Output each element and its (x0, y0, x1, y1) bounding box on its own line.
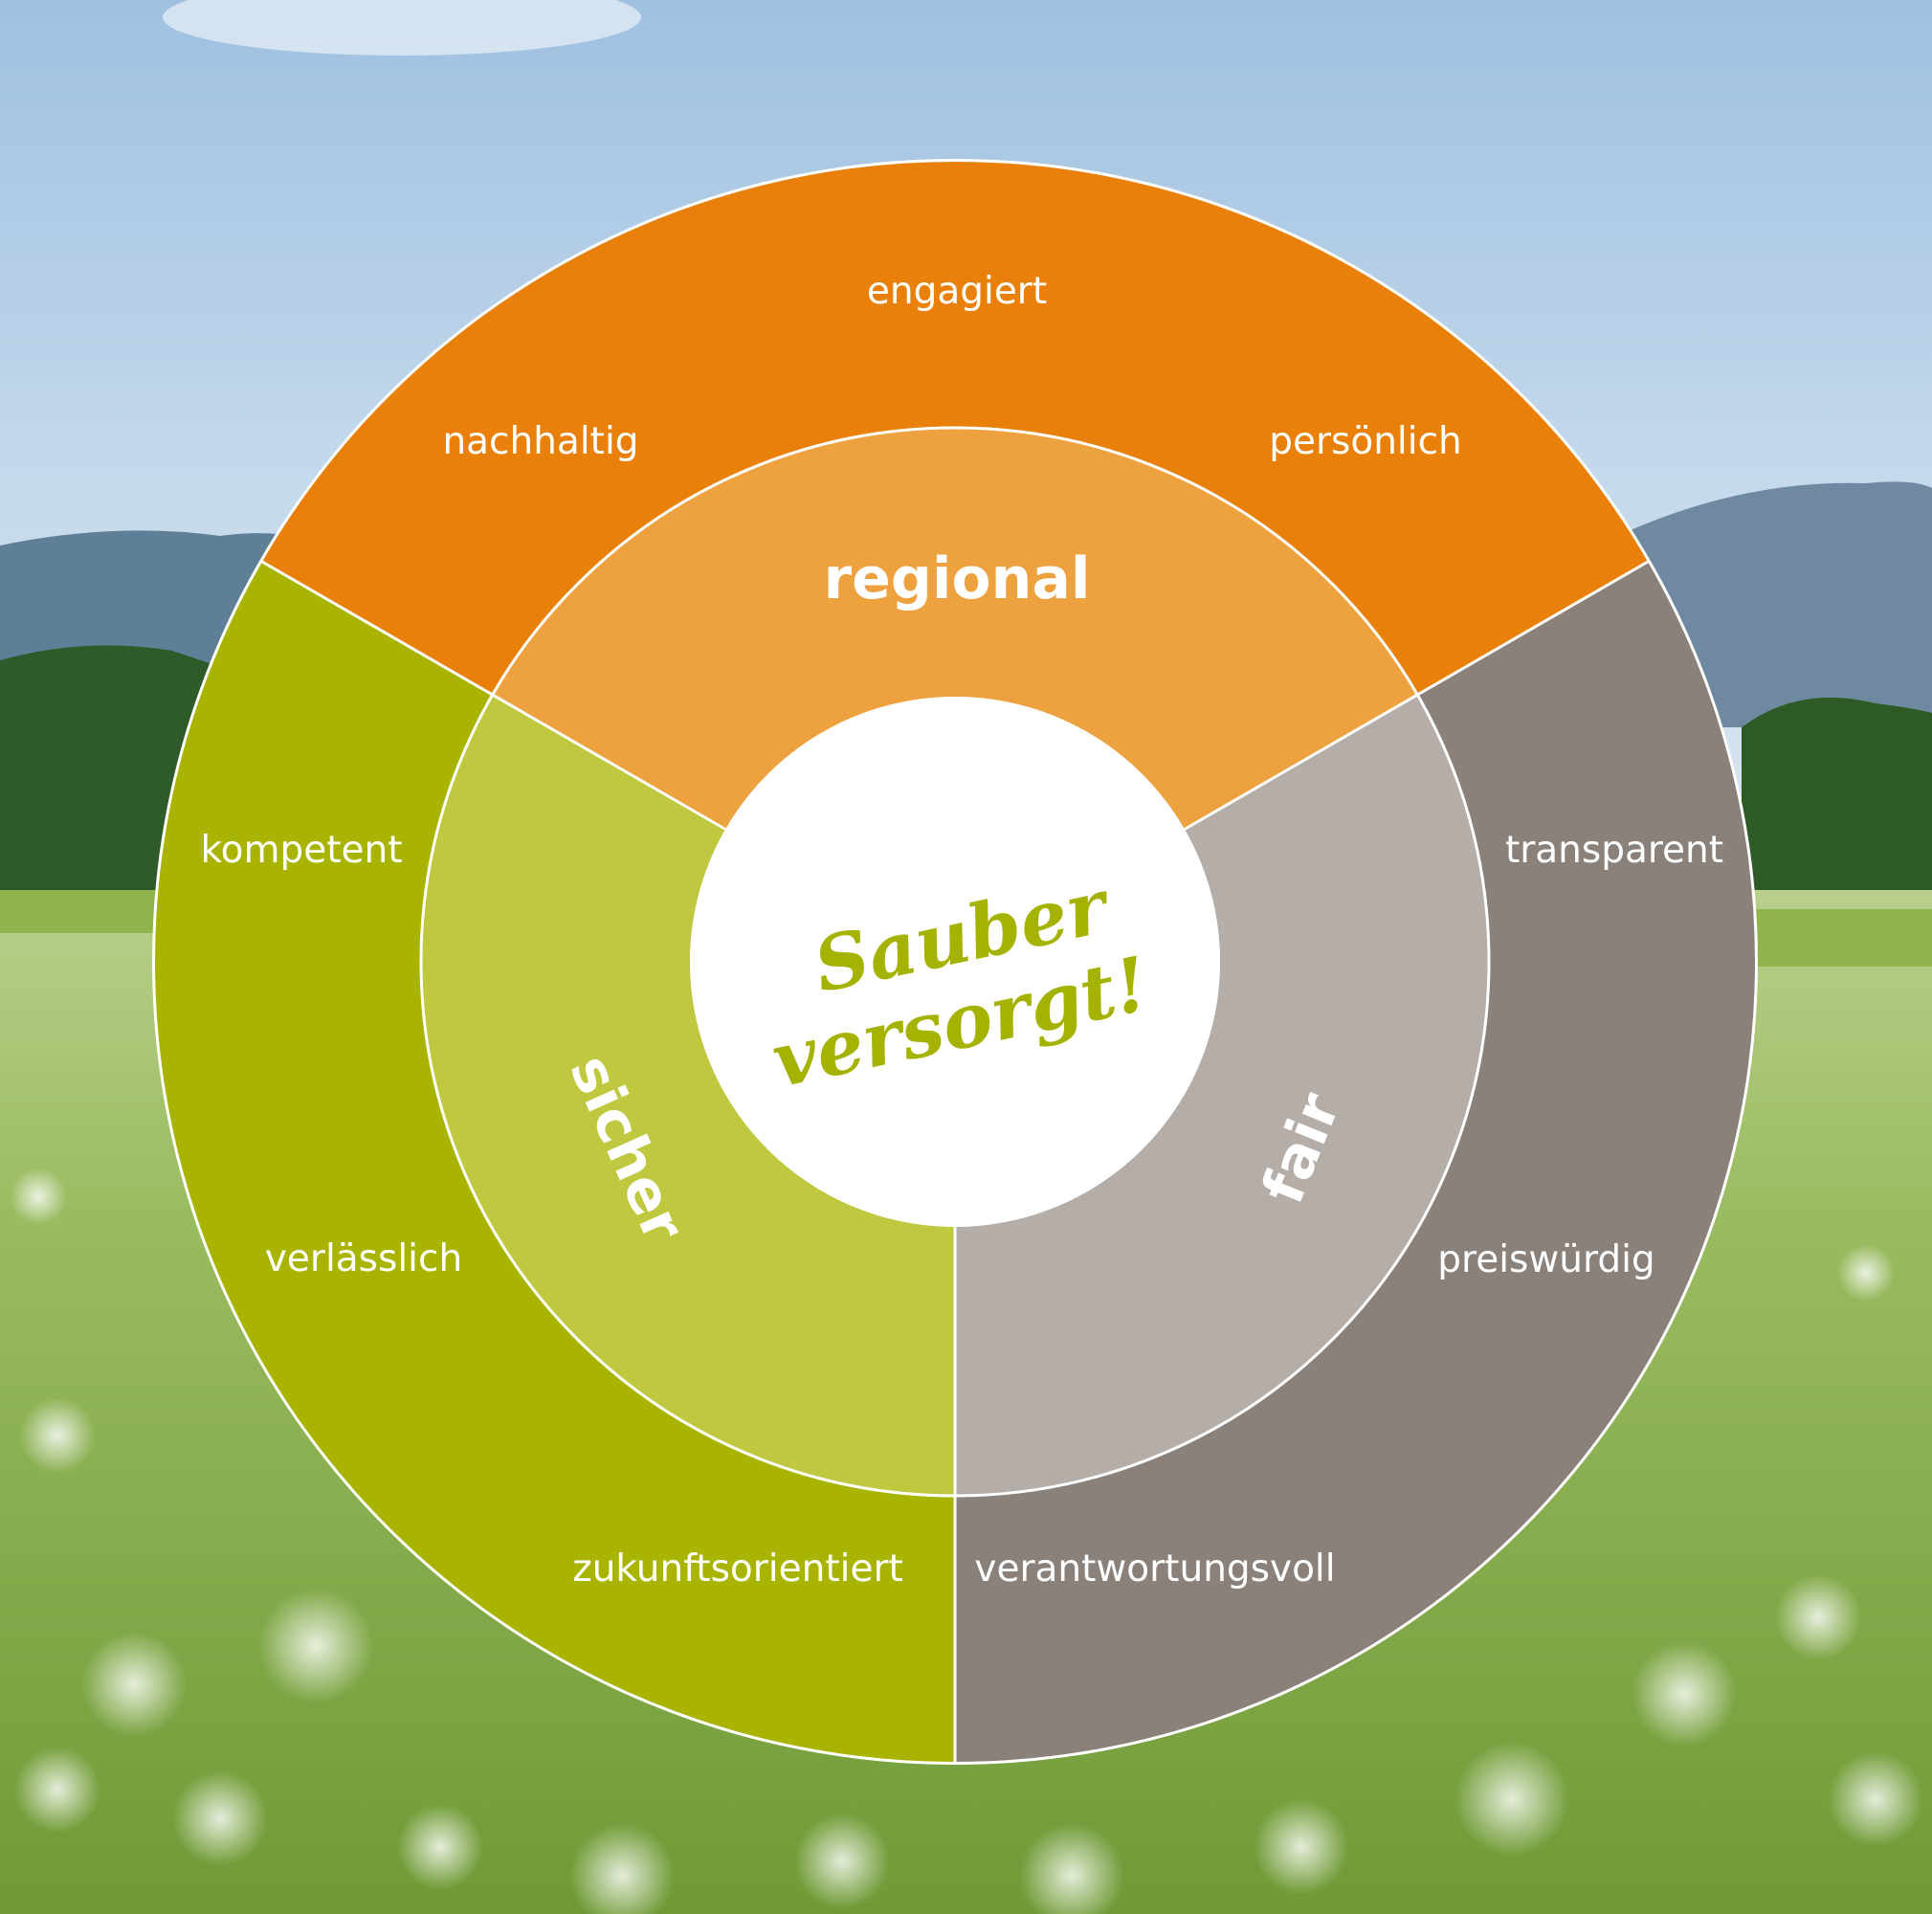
outer-segment-regional (262, 162, 1648, 696)
segment-label-regional: regional (824, 545, 1091, 612)
attribute-label-sicher-2: verlässlich (265, 1237, 462, 1280)
attribute-label-regional-1: nachhaltig (442, 420, 638, 463)
center-disc (690, 697, 1220, 1227)
forest-right (1742, 697, 1932, 919)
attribute-label-fair-1: transparent (1505, 829, 1723, 872)
divider-line-1 (259, 559, 726, 831)
outer-segment-fair (955, 562, 1755, 1762)
attribute-label-sicher-3: zukunftsorientiert (572, 1547, 903, 1591)
outer-segment-sicher (154, 562, 956, 1762)
inner-ring (420, 428, 1489, 1496)
inner-segment-sicher (420, 695, 955, 1496)
cloud (163, 0, 641, 56)
attribute-label-fair-3: verantwortungsvoll (974, 1547, 1335, 1591)
meadow-flowers (10, 1168, 1923, 1914)
inner-segment-regional (492, 428, 1418, 830)
attribute-label-sicher-1: kompetent (200, 829, 402, 872)
inner-segment-fair (955, 695, 1489, 1496)
attribute-label-regional-3: persönlich (1269, 420, 1462, 463)
attribute-labels: nachhaltig engagiert persönlich transparent… (200, 270, 1723, 1591)
divider-line-2 (1184, 559, 1651, 831)
attribute-label-fair-2: preiswürdig (1437, 1238, 1654, 1281)
segment-dividers (259, 426, 1651, 1764)
attribute-label-regional-2: engagiert (867, 270, 1047, 313)
center-disc-group: Sauber versorgt! (690, 697, 1220, 1227)
